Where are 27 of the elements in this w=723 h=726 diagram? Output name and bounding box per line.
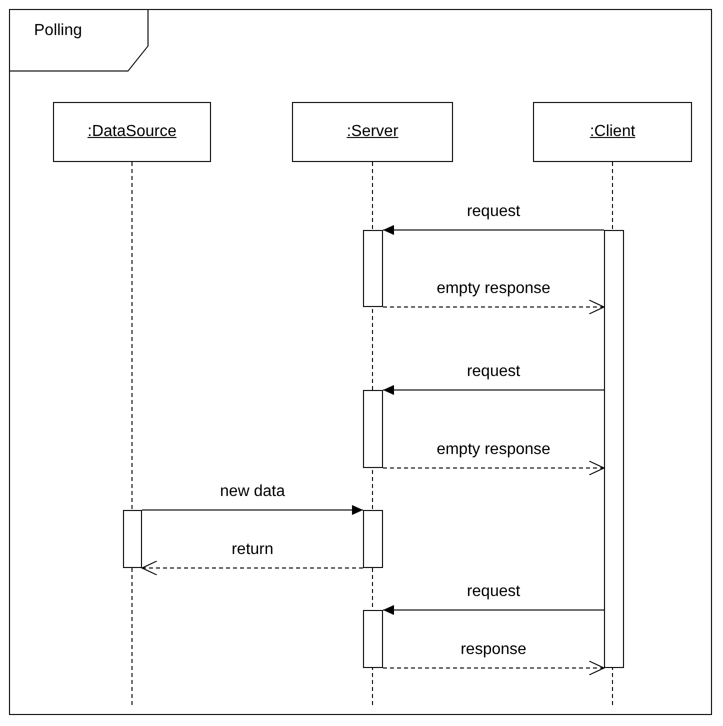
edge-label: request — [464, 363, 522, 381]
activation-bar — [363, 230, 383, 307]
activation-bar — [363, 390, 383, 468]
message-arrow — [382, 300, 604, 314]
message-arrow — [382, 660, 604, 676]
sequence-frame — [9, 9, 712, 715]
lifeline-name: :Client — [590, 123, 636, 141]
activation-bar — [123, 510, 142, 568]
lifeline-head — [53, 102, 211, 162]
message-arrow — [142, 505, 364, 515]
edge-label: request — [464, 203, 522, 221]
edge-label: empty response — [434, 280, 552, 298]
message-arrow — [382, 225, 604, 235]
lifeline-name: :Server — [346, 123, 398, 141]
message-arrow — [142, 560, 364, 576]
lifeline-head — [533, 102, 692, 162]
message-arrow — [382, 460, 604, 476]
activation-bar — [363, 510, 383, 568]
edge-label: empty response — [434, 441, 552, 459]
lifeline-name: :DataSource — [88, 123, 176, 141]
edge-label: request — [464, 583, 522, 601]
activation-bar — [363, 610, 383, 668]
lifeline-head — [292, 102, 453, 162]
message-arrow — [382, 385, 604, 395]
activation-bar — [604, 230, 624, 668]
frame-title: Polling — [34, 22, 82, 40]
message-arrow — [382, 605, 604, 615]
